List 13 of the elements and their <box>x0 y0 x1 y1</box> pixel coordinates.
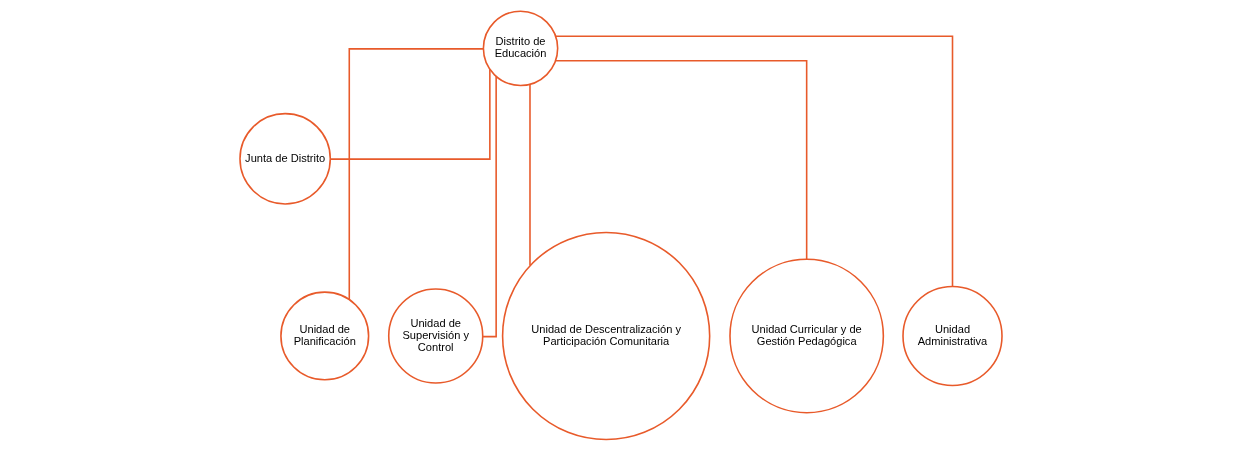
connector <box>529 83 531 267</box>
connector <box>482 75 497 338</box>
node-circle: Unidad de Descentralización y Participación Comunitaria <box>501 231 711 441</box>
node-circle: Unidad de Planificación <box>280 291 370 381</box>
connector <box>329 68 491 160</box>
connector <box>348 48 485 301</box>
node-circle: Unidad Administrativa <box>902 285 1003 387</box>
node-circle: Unidad Curricular y de Gestión Pedagógica <box>729 258 885 414</box>
node-circle: Distrito de Educación <box>482 10 559 87</box>
node-circle: Junta de Distrito <box>239 112 332 205</box>
node-circle: Unidad de Supervisión y Control <box>387 288 484 384</box>
connector <box>554 35 954 288</box>
connector <box>554 60 808 260</box>
